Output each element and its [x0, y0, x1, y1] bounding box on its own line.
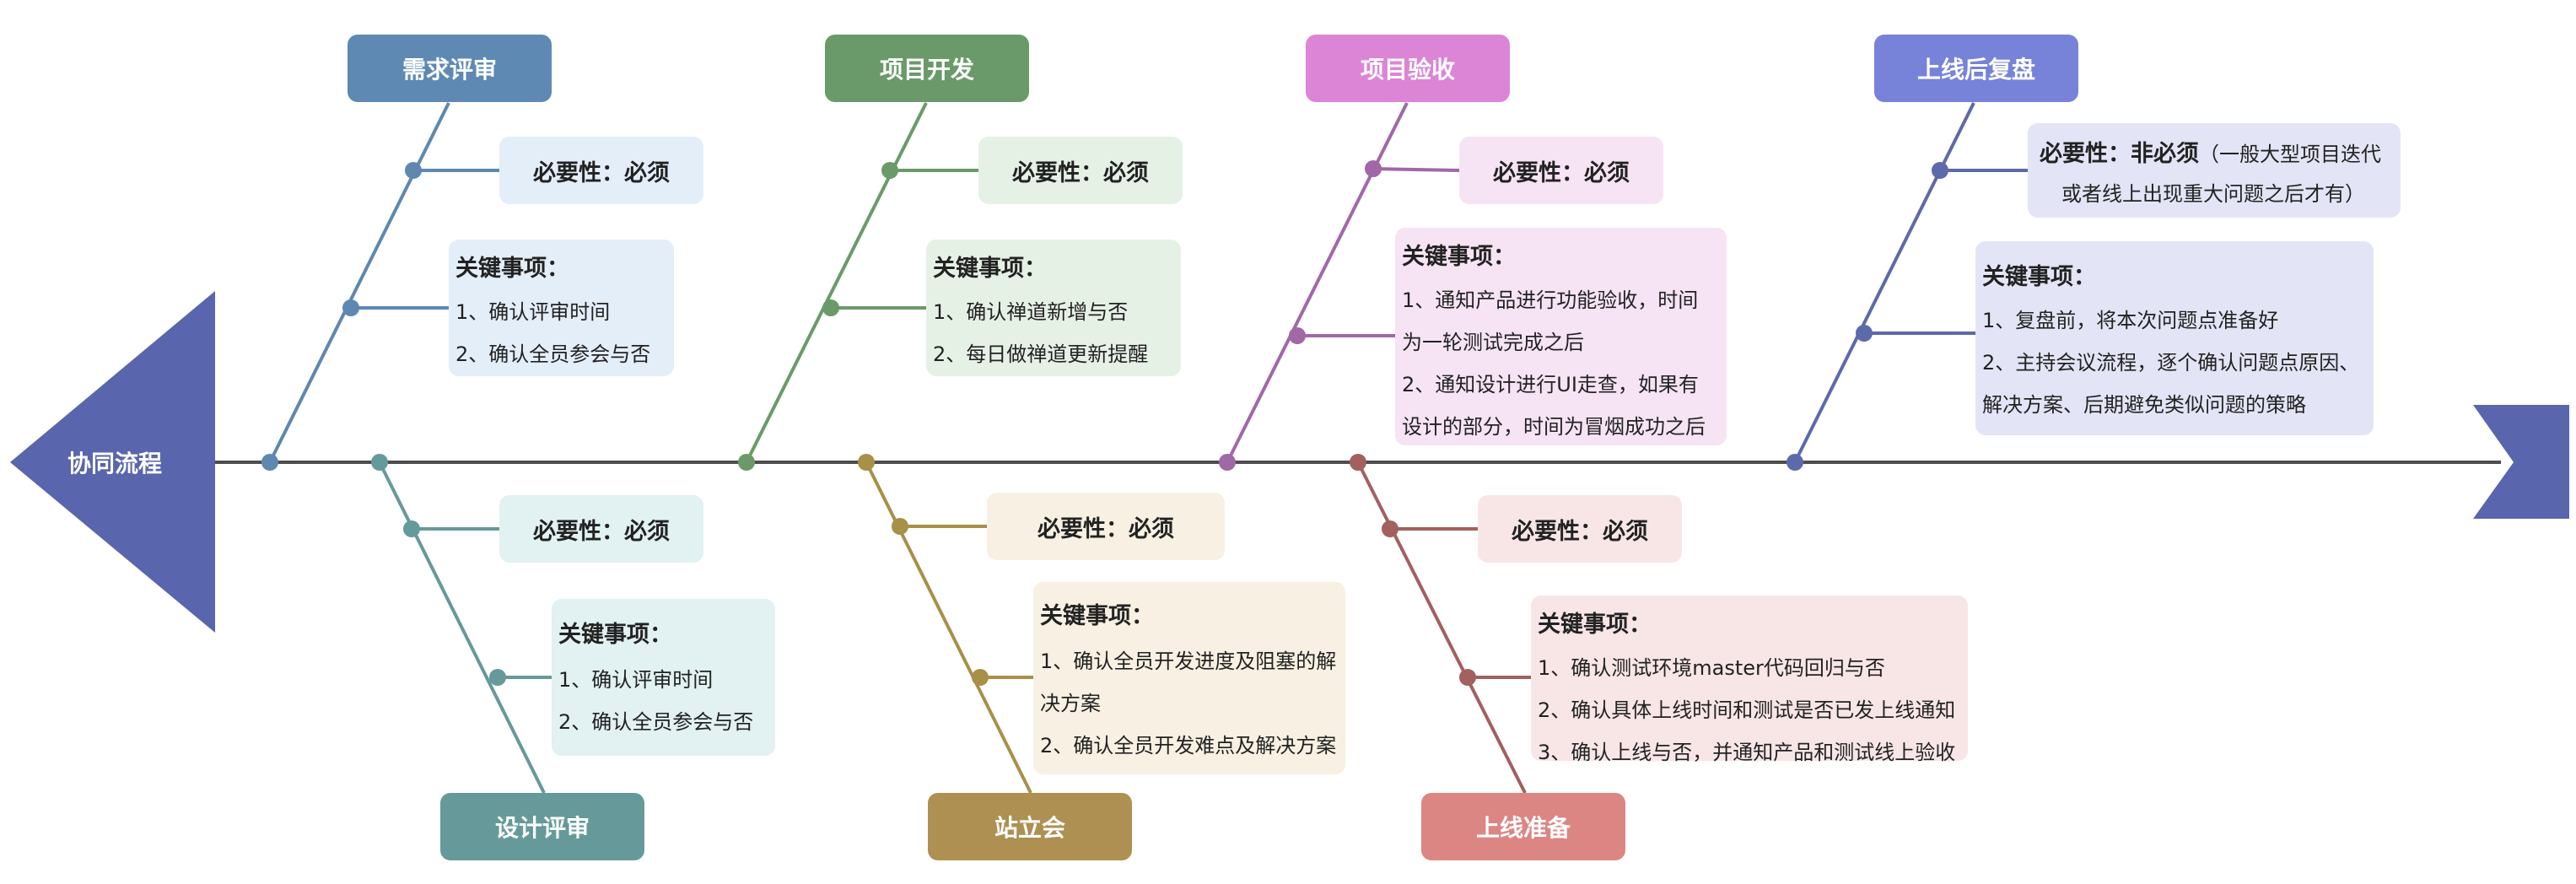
bone-xuqiu: [268, 102, 450, 463]
necessity-fupan-bold: 必要性：非必须: [2040, 141, 2199, 167]
bone-fupan: [1793, 102, 1975, 463]
key-item: 1、通知产品进行功能验收，时间: [1402, 288, 1699, 312]
necessity-zhunbei: 必要性：必须: [1478, 495, 1682, 563]
key-title-zhanli: 关键事项：: [1040, 603, 1154, 629]
key-item: 2、确认全员参会与否: [455, 342, 651, 366]
key-title-kaifa: 关键事项：: [933, 256, 1047, 282]
key-item: 1、复盘前，将本次问题点准备好: [1982, 309, 2279, 332]
necessity-fupan-note2: 或者线上出现重大问题之后才有）: [2061, 182, 2365, 206]
branch-fupan: [1786, 102, 2028, 471]
bone-sheji: [378, 461, 546, 794]
key-title-yanshou: 关键事项：: [1402, 244, 1516, 270]
key-item: 1、确认测试环境master代码回归与否: [1538, 656, 1885, 680]
key-item: 1、确认评审时间: [455, 300, 611, 324]
title-fupan: 上线后复盘: [1874, 35, 2078, 102]
key-item: 2、确认全员参会与否: [558, 710, 754, 734]
fish-tail-shape: [2473, 405, 2569, 519]
necessity-xuqiu: 必要性：必须: [499, 137, 703, 204]
key-item: 设计的部分，时间为冒烟成功之后: [1402, 415, 1706, 439]
key-item: 2、通知设计进行UI走查，如果有: [1402, 373, 1699, 396]
key-box-fupan: 关键事项： 1、复盘前，将本次问题点准备好 2、主持会议流程，逐个确认问题点原因…: [1975, 241, 2374, 435]
key-box-kaifa: 关键事项： 1、确认禅道新增与否 2、每日做禅道更新提醒: [926, 240, 1181, 376]
key-item: 2、每日做禅道更新提醒: [933, 342, 1149, 366]
title-kaifa: 项目开发: [825, 35, 1029, 102]
branch-zhunbei: [1350, 454, 1531, 794]
key-item: 1、确认评审时间: [558, 668, 714, 692]
fish-head: [10, 291, 215, 633]
key-item: 2、确认全员开发难点及解决方案: [1040, 734, 1337, 757]
key-box-zhunbei: 关键事项： 1、确认测试环境master代码回归与否 2、确认具体上线时间和测试…: [1531, 596, 1968, 764]
branch-yanshou: [1219, 102, 1460, 471]
key-box-zhanli: 关键事项： 1、确认全员开发进度及阻塞的解 决方案 2、确认全员开发难点及解决方…: [1033, 582, 1345, 774]
key-item: 3、确认上线与否，并通知产品和测试线上验收: [1538, 741, 1956, 764]
key-item: 1、确认禅道新增与否: [933, 300, 1129, 324]
title-xuqiu: 需求评审: [348, 35, 552, 102]
key-box-yanshou: 关键事项： 1、通知产品进行功能验收，时间 为一轮测试完成之后 2、通知设计进行…: [1395, 228, 1727, 445]
necessity-kaifa: 必要性：必须: [978, 137, 1183, 204]
bone-zhunbei: [1356, 461, 1527, 794]
branch-zhanli: [858, 454, 1033, 794]
bone-zhanli: [865, 461, 1032, 794]
necessity-fupan-note1: （一般大型项目迭代: [2199, 143, 2381, 166]
title-sheji: 设计评审: [440, 793, 644, 860]
necessity-zhanli: 必要性：必须: [987, 493, 1225, 560]
key-item: 2、主持会议流程，逐个确认问题点原因、: [1982, 351, 2360, 375]
key-box-xuqiu: 关键事项： 1、确认评审时间 2、确认全员参会与否: [449, 240, 674, 376]
key-item: 1、确认全员开发进度及阻塞的解: [1040, 650, 1337, 673]
head-label: 协同流程: [67, 450, 163, 477]
title-yanshou: 项目验收: [1306, 35, 1510, 102]
key-title-zhunbei: 关键事项：: [1538, 612, 1652, 638]
key-title-sheji: 关键事项：: [558, 622, 672, 648]
key-item: 解决方案、后期避免类似问题的策略: [1982, 393, 2306, 417]
key-title-xuqiu: 关键事项：: [455, 256, 569, 282]
key-item: 为一轮测试完成之后: [1402, 331, 1584, 354]
necessity-sheji: 必要性：必须: [499, 495, 703, 563]
branch-sheji: [371, 454, 552, 794]
title-zhanli: 站立会: [928, 793, 1132, 860]
key-title-fupan: 关键事项：: [1982, 264, 2096, 290]
bone-kaifa: [745, 102, 928, 463]
title-zhunbei: 上线准备: [1421, 793, 1625, 860]
necessity-yanshou: 必要性：必须: [1459, 137, 1663, 204]
key-item: 2、确认具体上线时间和测试是否已发上线通知: [1538, 698, 1956, 722]
key-box-sheji: 关键事项： 1、确认评审时间 2、确认全员参会与否: [552, 599, 775, 756]
branch-xuqiu: [261, 102, 499, 471]
necessity-fupan: 必要性：非必须（一般大型项目迭代 或者线上出现重大问题之后才有）: [2028, 123, 2401, 218]
key-item: 决方案: [1040, 692, 1101, 715]
bone-yanshou: [1226, 102, 1409, 463]
branch-kaifa: [738, 102, 978, 471]
